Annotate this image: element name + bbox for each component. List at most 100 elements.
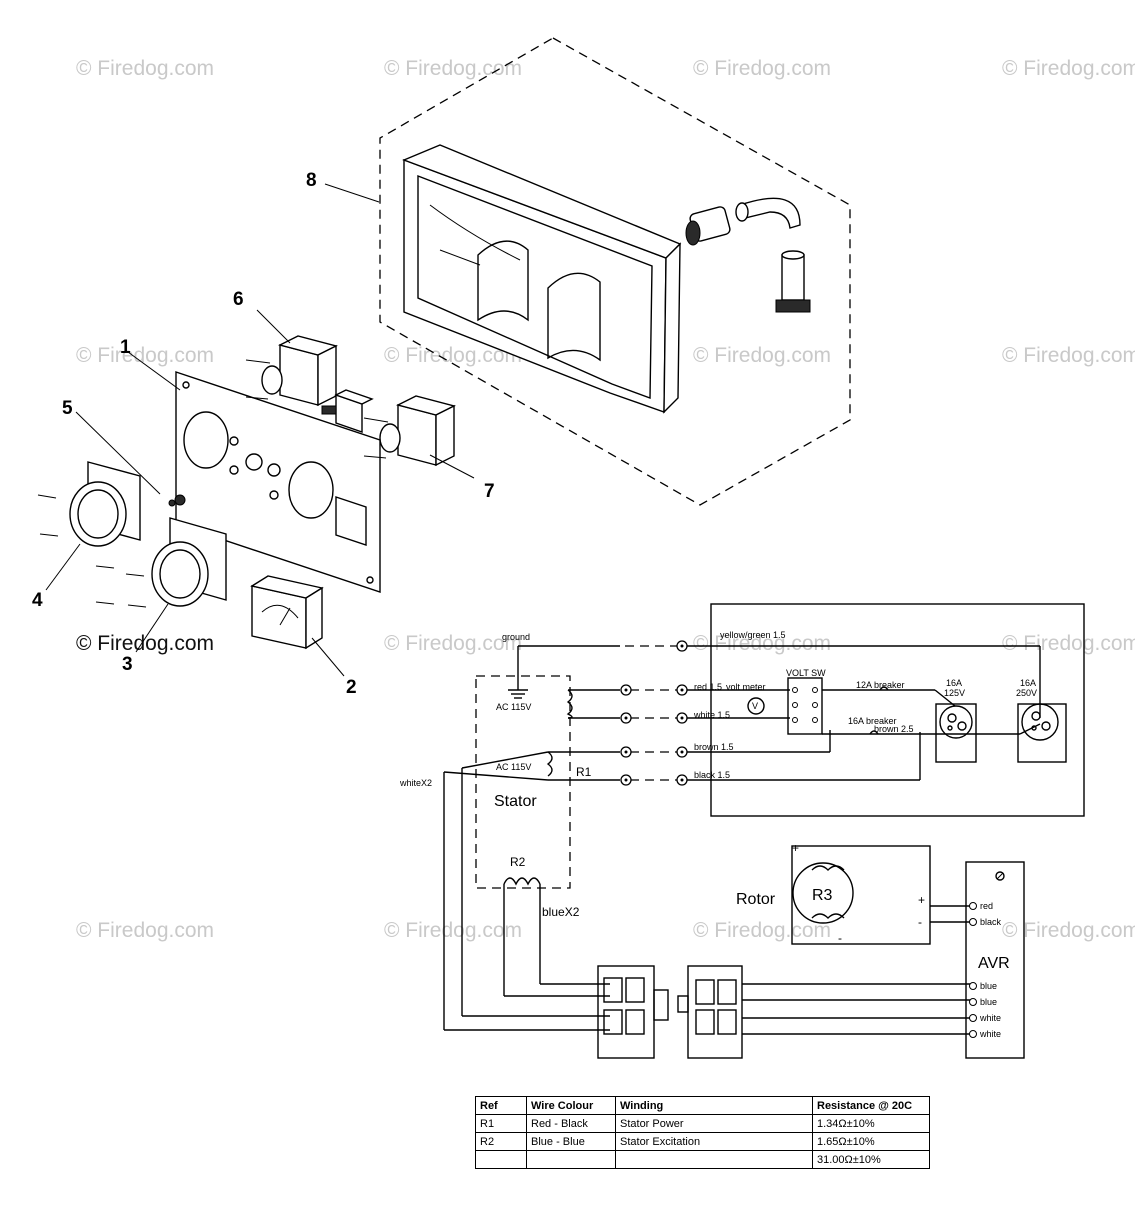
watermark: © Firedog.com: [384, 57, 522, 80]
resistance-table: Ref Wire Colour Winding Resistance @ 20C…: [475, 1096, 930, 1169]
label-16a-breaker: 16A breaker: [848, 716, 897, 726]
watermark: © Firedog.com: [1002, 344, 1135, 367]
avr-pin-label: blue: [980, 981, 997, 991]
stator-box: [475, 675, 571, 889]
avr-pin-label: blue: [980, 997, 997, 1007]
label-white-x2: whiteX2: [399, 778, 432, 788]
callout-1: 1: [120, 337, 131, 358]
watermark: © Firedog.com: [76, 344, 214, 367]
label-rotor: Rotor: [736, 891, 776, 908]
label-avr: AVR: [978, 955, 1010, 972]
part-3-socket: [95, 517, 227, 653]
label-ac-115v-1: AC 115V: [496, 702, 531, 712]
label-minus-bottom: -: [838, 931, 842, 945]
table-header: Resistance @ 20C: [812, 1096, 930, 1115]
watermark: © Firedog.com: [384, 344, 522, 367]
label-minus-right: -: [918, 915, 922, 929]
label-outlet-b-volt: 250V: [1016, 688, 1037, 698]
panel-enclosure: [710, 603, 1085, 817]
part-6-breaker: [245, 309, 338, 407]
hose-fitting: [685, 206, 731, 246]
table-row: 31.00Ω±10%: [475, 1150, 930, 1169]
callout-4: 4: [32, 590, 43, 611]
callout-3: 3: [122, 654, 133, 675]
watermarks: © Firedog.com © Firedog.com © Firedog.co…: [76, 57, 1135, 942]
table-header-row: Ref Wire Colour Winding Resistance @ 20C: [475, 1096, 930, 1115]
watermark: © Firedog.com: [693, 632, 831, 655]
avr-pin-label: red: [980, 901, 993, 911]
table-cell: [615, 1150, 813, 1169]
label-volt-meter: volt meter: [726, 682, 766, 692]
watermark: © Firedog.com: [76, 919, 214, 942]
label-red: red 1.5: [694, 682, 722, 692]
table-header: Wire Colour: [526, 1096, 616, 1115]
label-r3: R3: [812, 887, 833, 904]
volt-meter-symbol: [747, 697, 765, 715]
table-cell: Stator Excitation: [615, 1132, 813, 1151]
plug-connector-right: [677, 965, 743, 1059]
volt-meter-v: V: [752, 701, 758, 711]
watermark: © Firedog.com: [1002, 632, 1135, 655]
label-black: black 1.5: [694, 770, 730, 780]
table-cell: [526, 1150, 616, 1169]
label-r1: R1: [576, 765, 592, 779]
callout-5: 5: [62, 398, 73, 419]
part-1-panel: [175, 371, 381, 593]
label-brown: brown 1.5: [694, 742, 734, 752]
watermark: © Firedog.com: [1002, 57, 1135, 80]
avr-pin-label: white: [979, 1013, 1001, 1023]
watermark: © Firedog.com: [76, 57, 214, 80]
label-ground: ground: [502, 632, 530, 642]
watermark: © Firedog.com: [1002, 919, 1135, 942]
watermark: © Firedog.com: [384, 919, 522, 942]
outlet-250v: [1017, 703, 1067, 763]
label-blue-x2: blueX2: [542, 905, 580, 919]
label-r2: R2: [510, 855, 526, 869]
label-white: white 1.5: [693, 710, 730, 720]
table-cell: R2: [475, 1132, 527, 1151]
table-cell: 31.00Ω±10%: [812, 1150, 930, 1169]
part-4-socket: [37, 461, 141, 591]
table-header: Winding: [615, 1096, 813, 1115]
callout-2: 2: [346, 677, 357, 698]
switch-part: [321, 389, 374, 433]
label-plus-top: +: [792, 841, 799, 855]
rotor-box: [791, 845, 931, 945]
plug-connector-left: [597, 965, 669, 1059]
label-ac-115v-2: AC 115V: [496, 762, 531, 772]
table-cell: Blue - Blue: [526, 1132, 616, 1151]
callout-6: 6: [233, 289, 244, 310]
part-2-meter: [250, 575, 345, 677]
watermark: © Firedog.com: [76, 632, 214, 655]
label-outlet-a-volt: 125V: [944, 688, 965, 698]
callout-7: 7: [484, 481, 495, 502]
avr-pin-label: white: [979, 1029, 1001, 1039]
table-row: R2 Blue - Blue Stator Excitation 1.65Ω±1…: [475, 1132, 930, 1151]
watermark: © Firedog.com: [693, 57, 831, 80]
table-row: R1 Red - Black Stator Power 1.34Ω±10%: [475, 1114, 930, 1133]
callout-numbers: 1 2 3 4 5 6 7 8: [32, 170, 495, 698]
label-yellow-green: yellow/green 1.5: [720, 630, 786, 640]
label-outlet-b-amp: 16A: [1020, 678, 1036, 688]
table-header: Ref: [475, 1096, 527, 1115]
avr-module: [965, 861, 1025, 1059]
label-volt-sw: VOLT SW: [786, 668, 826, 678]
table-cell: Red - Black: [526, 1114, 616, 1133]
label-12a-breaker: 12A breaker: [856, 680, 905, 690]
part-5-terminal: [75, 411, 186, 507]
watermark: © Firedog.com: [693, 344, 831, 367]
callout-8: 8: [306, 170, 317, 191]
table-cell: [475, 1150, 527, 1169]
table-cell: 1.65Ω±10%: [812, 1132, 930, 1151]
label-plus-right: +: [918, 893, 925, 907]
table-cell: Stator Power: [615, 1114, 813, 1133]
table-cell: R1: [475, 1114, 527, 1133]
label-stator: Stator: [494, 793, 537, 810]
connector-rows: [620, 640, 688, 786]
part-8-housing: [324, 37, 851, 506]
outlet-125v: [935, 703, 977, 763]
part-7-breaker: [363, 395, 475, 479]
rotor-symbol: [792, 862, 854, 924]
table-cell: 1.34Ω±10%: [812, 1114, 930, 1133]
